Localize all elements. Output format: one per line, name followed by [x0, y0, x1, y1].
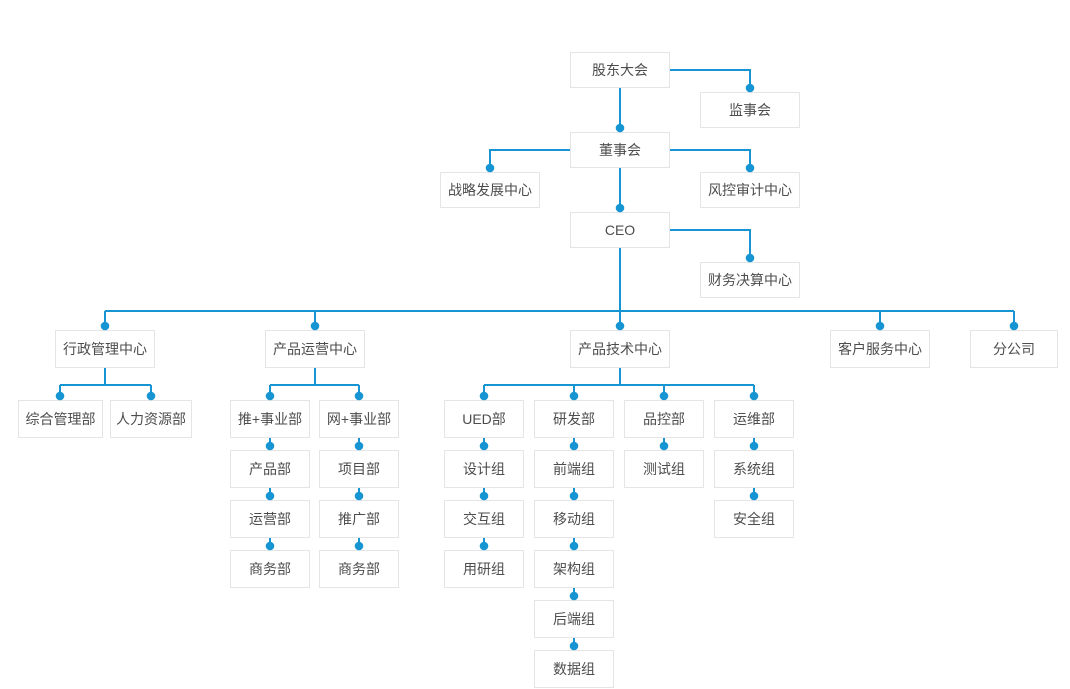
node-strategy-center: 战略发展中心 — [440, 172, 540, 208]
node-user-research-team: 用研组 — [444, 550, 524, 588]
node-operation-dept: 运营部 — [230, 500, 310, 538]
node-supervisory-board: 监事会 — [700, 92, 800, 128]
node-backend-team: 后端组 — [534, 600, 614, 638]
node-product-ops-center: 产品运营中心 — [265, 330, 365, 368]
node-architecture-team: 架构组 — [534, 550, 614, 588]
node-business-dept-wang: 商务部 — [319, 550, 399, 588]
node-product-tech-center: 产品技术中心 — [570, 330, 670, 368]
node-wang-division: 网+事业部 — [319, 400, 399, 438]
node-general-mgmt-dept: 综合管理部 — [18, 400, 103, 438]
node-finance-center: 财务决算中心 — [700, 262, 800, 298]
node-risk-audit-center: 风控审计中心 — [700, 172, 800, 208]
node-product-dept: 产品部 — [230, 450, 310, 488]
node-promotion-dept: 推广部 — [319, 500, 399, 538]
node-data-team: 数据组 — [534, 650, 614, 688]
node-tui-division: 推+事业部 — [230, 400, 310, 438]
node-ceo: CEO — [570, 212, 670, 248]
node-shareholders-meeting: 股东大会 — [570, 52, 670, 88]
node-ued-dept: UED部 — [444, 400, 524, 438]
node-security-team: 安全组 — [714, 500, 794, 538]
node-branch-company: 分公司 — [970, 330, 1058, 368]
node-interaction-team: 交互组 — [444, 500, 524, 538]
node-design-team: 设计组 — [444, 450, 524, 488]
node-customer-service-center: 客户服务中心 — [830, 330, 930, 368]
node-business-dept-tui: 商务部 — [230, 550, 310, 588]
node-frontend-team: 前端组 — [534, 450, 614, 488]
node-hr-dept: 人力资源部 — [110, 400, 192, 438]
node-testing-team: 测试组 — [624, 450, 704, 488]
node-project-dept: 项目部 — [319, 450, 399, 488]
node-ops-dept: 运维部 — [714, 400, 794, 438]
node-qc-dept: 品控部 — [624, 400, 704, 438]
node-mobile-team: 移动组 — [534, 500, 614, 538]
node-system-team: 系统组 — [714, 450, 794, 488]
node-rd-dept: 研发部 — [534, 400, 614, 438]
node-admin-center: 行政管理中心 — [55, 330, 155, 368]
node-board-of-directors: 董事会 — [570, 132, 670, 168]
